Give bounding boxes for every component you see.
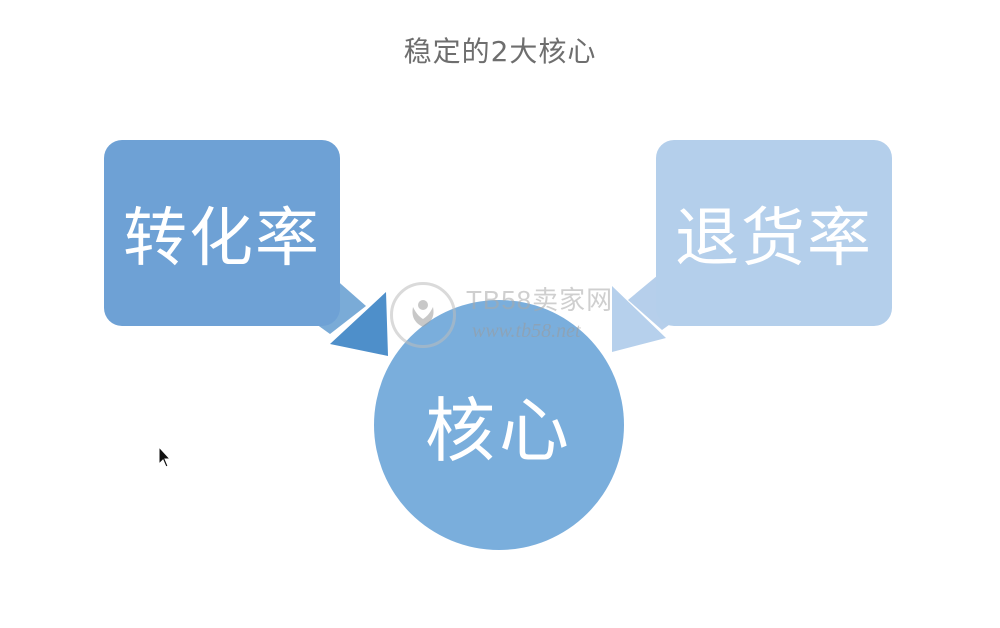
return-rate-box: 退货率 [656,140,892,326]
core-label: 核心 [425,389,573,472]
watermark-title: TB58卖家网 [466,285,614,315]
watermark-logo-icon [390,282,456,348]
watermark: TB58卖家网 www.tb58.net [388,276,628,356]
left-arrow-head [330,292,388,356]
right-arrow-head [612,286,666,352]
slide-title: 稳定的2大核心 [403,35,597,68]
conversion-rate-label: 转化率 [123,202,321,276]
watermark-url: www.tb58.net [472,320,581,342]
mouse-pointer-icon [158,446,172,468]
return-rate-label: 退货率 [675,202,873,276]
conversion-rate-box: 转化率 [104,140,340,326]
core-circle: 核心 [374,300,624,550]
